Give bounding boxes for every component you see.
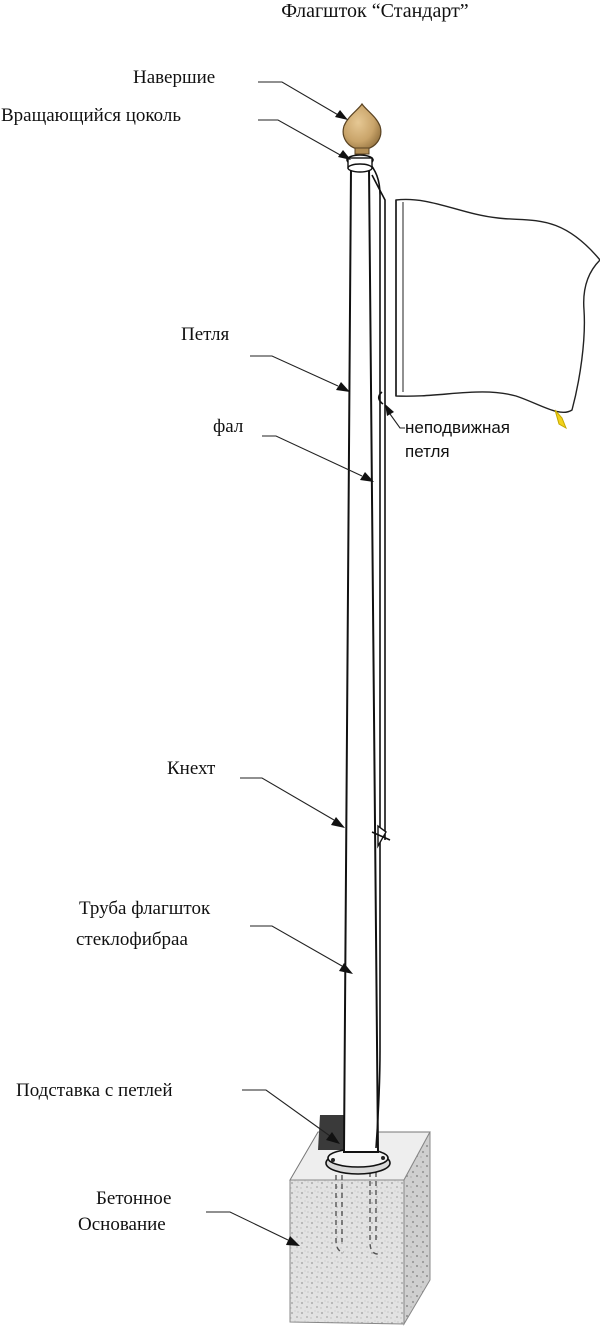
label-base-line2: Основание bbox=[78, 1214, 166, 1235]
leader-tube bbox=[250, 925, 343, 967]
label-tube-line2: стеклофибраа bbox=[76, 929, 188, 950]
label-cleat: Кнехт bbox=[167, 758, 216, 779]
label-loop: Петля bbox=[181, 324, 229, 345]
label-finial: Навершие bbox=[133, 67, 215, 88]
label-base-line1: Бетонное bbox=[96, 1188, 171, 1209]
swivel-base bbox=[346, 154, 374, 173]
label-swivel: Вращающийся цоколь bbox=[1, 105, 181, 126]
flag-yellow-accent bbox=[554, 409, 567, 430]
leader-fixed-loop bbox=[389, 413, 405, 429]
arrow-loop bbox=[336, 382, 350, 392]
arrow-cleat bbox=[331, 817, 345, 828]
label-tube-line1: Труба флагшток bbox=[79, 898, 211, 919]
leader-finial bbox=[258, 81, 341, 117]
label-stand: Подставка с петлей bbox=[16, 1080, 173, 1101]
arrow-swivel bbox=[338, 150, 351, 160]
arrow-fixed-loop bbox=[385, 404, 394, 416]
leader-stand bbox=[242, 1089, 331, 1137]
leader-swivel bbox=[258, 119, 343, 157]
label-halyard: фал bbox=[213, 416, 244, 437]
cleat bbox=[371, 824, 391, 849]
concrete-base bbox=[289, 1131, 431, 1326]
finial bbox=[342, 102, 382, 155]
arrow-stand bbox=[326, 1132, 340, 1144]
diagram-title: Флагшток “Стандарт” bbox=[281, 0, 468, 22]
halyard-rope bbox=[366, 159, 381, 1149]
fiberglass-pole bbox=[342, 167, 380, 1153]
leader-loop bbox=[250, 355, 339, 387]
leader-cleat bbox=[240, 777, 335, 821]
flag bbox=[395, 198, 600, 414]
leader-base bbox=[206, 1211, 289, 1241]
leader-halyard bbox=[262, 435, 363, 477]
label-fixed-loop-line2: петля bbox=[405, 442, 450, 461]
fixed-loop-hook bbox=[377, 391, 384, 405]
arrow-base bbox=[286, 1236, 300, 1246]
halyard-rope-inner bbox=[371, 174, 386, 840]
label-fixed-loop-line1: неподвижная bbox=[405, 418, 510, 437]
arrow-halyard bbox=[360, 472, 374, 482]
arrow-tube bbox=[339, 963, 353, 974]
arrow-finial bbox=[335, 110, 348, 120]
